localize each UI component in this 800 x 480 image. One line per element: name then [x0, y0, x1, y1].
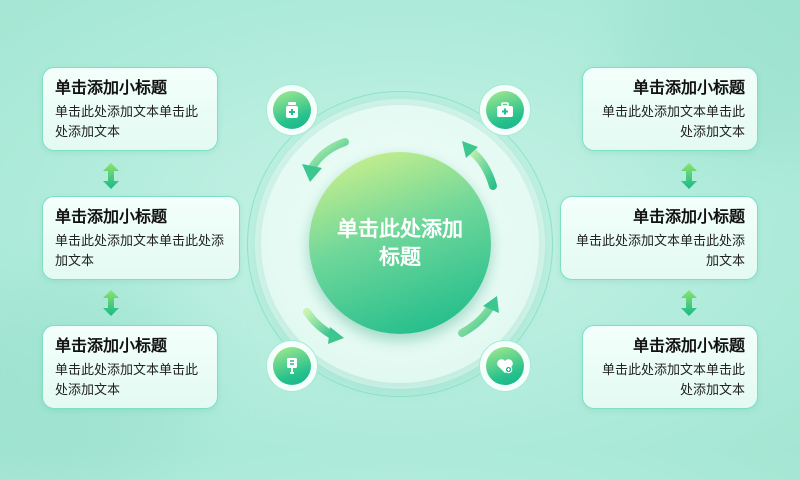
card-body: 单击此处添加文本单击此处添加文本	[601, 363, 745, 398]
right-card-3: 单击添加小标题 单击此处添加文本单击此处添加文本	[582, 325, 758, 409]
right-card-2: 单击添加小标题 单击此处添加文本单击此处添加文本	[560, 196, 758, 280]
double-arrow-icon	[681, 290, 697, 316]
medicine-bottle-badge	[266, 84, 318, 136]
heart-care-icon	[497, 359, 513, 374]
card-title: 单击添加小标题	[55, 78, 168, 97]
card-title: 单击添加小标题	[55, 207, 168, 226]
medicine-bottle-icon	[286, 102, 298, 118]
right-card-1: 单击添加小标题 单击此处添加文本单击此处添加文本	[582, 67, 758, 151]
card-body: 单击此处添加文本单击此处添加文本	[601, 105, 745, 140]
center-title: 单击此处添加标题	[337, 217, 463, 269]
card-body: 单击此处添加文本单击此处添加文本	[575, 234, 745, 269]
card-body: 单击此处添加文本单击此处添加文本	[55, 105, 199, 140]
first-aid-kit-badge	[479, 84, 531, 136]
card-title: 单击添加小标题	[55, 336, 168, 355]
first-aid-kit-icon	[497, 102, 513, 117]
card-title: 单击添加小标题	[632, 78, 745, 97]
double-arrow-icon	[681, 163, 697, 189]
left-card-2: 单击添加小标题 单击此处添加文本单击此处添加文本	[42, 196, 240, 280]
card-body: 单击此处添加文本单击此处添加文本	[55, 234, 225, 269]
outer-ring	[247, 91, 553, 397]
heart-care-badge	[479, 340, 531, 392]
card-title: 单击添加小标题	[632, 207, 745, 226]
card-body: 单击此处添加文本单击此处添加文本	[55, 363, 199, 398]
double-arrow-icon	[103, 163, 119, 189]
left-card-3: 单击添加小标题 单击此处添加文本单击此处添加文本	[42, 325, 218, 409]
center-title-circle: 单击此处添加标题	[309, 152, 491, 334]
card-title: 单击添加小标题	[632, 336, 745, 355]
iv-drip-icon	[287, 358, 297, 374]
double-arrow-icon	[103, 290, 119, 316]
iv-drip-badge	[266, 340, 318, 392]
left-card-1: 单击添加小标题 单击此处添加文本单击此处添加文本	[42, 67, 218, 151]
